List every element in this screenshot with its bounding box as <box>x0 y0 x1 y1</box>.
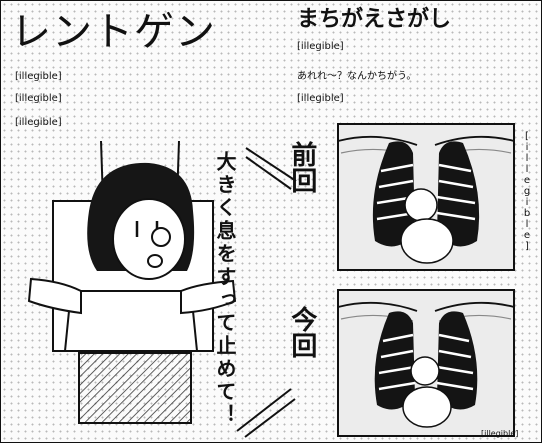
slash-mark-top <box>245 147 297 190</box>
slash-mark-bottom <box>236 388 296 438</box>
mouth <box>147 254 163 268</box>
intro-line-3: [illegible] <box>15 117 62 128</box>
spot-game-title: まちがえさがし <box>297 6 452 32</box>
patient-illustration <box>27 141 237 424</box>
spot-game-line-3: [illegible] <box>297 93 344 104</box>
intro-line-2: [illegible] <box>15 93 62 104</box>
heart-shadow <box>404 188 438 222</box>
speech-bubble-text: 大きく息をすって止めて！ <box>213 151 237 427</box>
xray-panel-now <box>337 289 515 437</box>
face <box>112 198 186 280</box>
xray-panel-before <box>337 123 515 271</box>
artist-signature: [illegible] <box>481 429 519 438</box>
shorts <box>78 352 192 424</box>
now-label: 今回 <box>286 306 317 358</box>
before-label: 前回 <box>286 141 317 193</box>
side-note: [illegible] <box>521 131 533 252</box>
torso <box>63 290 199 352</box>
spot-game-line-1: [illegible] <box>297 41 344 52</box>
nose <box>151 227 171 247</box>
page-title: レントゲン <box>11 9 216 55</box>
intro-line-1: [illegible] <box>15 71 62 82</box>
right-arm <box>180 279 237 315</box>
left-arm <box>27 277 82 315</box>
spot-game-line-2: あれれ～？なんかちがう。 <box>297 71 417 82</box>
